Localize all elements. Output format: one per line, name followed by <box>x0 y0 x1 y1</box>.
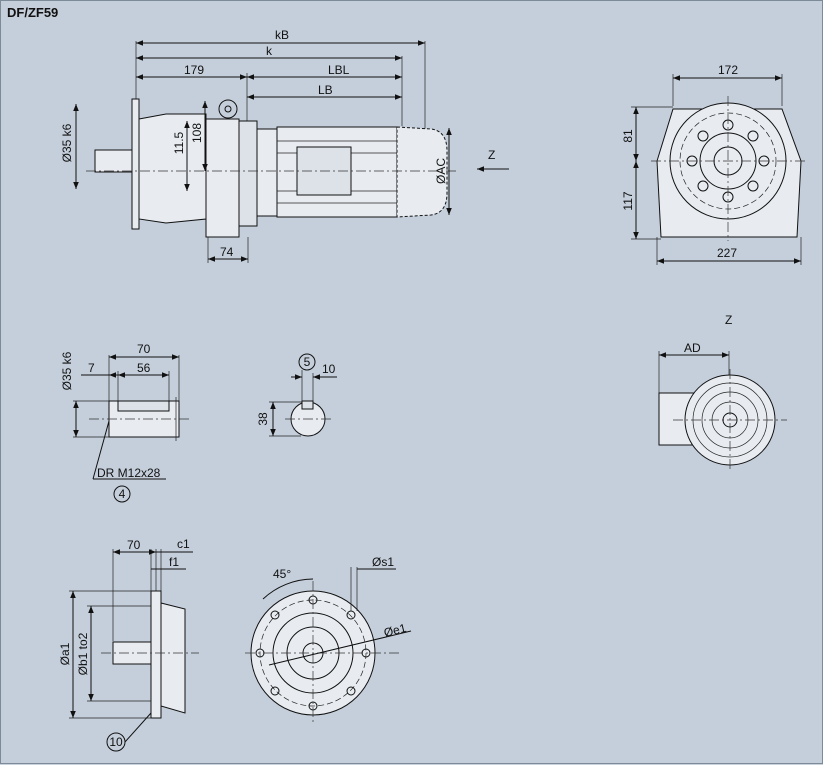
dim-b1: Øb1 to2 <box>76 632 90 675</box>
dim-shaft-dia-detail: Ø35 k6 <box>60 351 74 390</box>
dim-38: 38 <box>256 412 270 426</box>
front-view: 172 81 117 227 <box>621 63 806 265</box>
dim-70-shaft: 70 <box>137 342 151 356</box>
callout-4 <box>113 485 131 503</box>
callout-10 <box>106 732 126 752</box>
dim-AD: AD <box>684 341 701 355</box>
shaft-detail: 70 56 7 Ø35 k6 DR M12x28 4 <box>60 342 189 503</box>
dim-81: 81 <box>621 129 635 143</box>
dim-117: 117 <box>621 191 635 210</box>
key-detail: 5 10 38 <box>256 353 337 437</box>
dim-74: 74 <box>220 245 234 259</box>
dim-f1: f1 <box>169 555 179 569</box>
dim-k: k <box>266 44 273 58</box>
mounting-flange <box>131 98 140 230</box>
svg-text:5: 5 <box>304 355 311 369</box>
fan-view: Z AD <box>658 313 787 471</box>
gear-stage <box>205 118 240 238</box>
output-shaft <box>94 149 137 173</box>
eye-bolt <box>218 99 238 119</box>
fan-view-label: Z <box>725 313 732 327</box>
dim-172: 172 <box>718 63 738 77</box>
side-view: kB k 179 LBL LB <box>60 28 509 263</box>
dim-108: 108 <box>190 123 204 143</box>
dim-angle: 45° <box>273 567 291 581</box>
flange-plate <box>150 590 162 719</box>
dim-179: 179 <box>184 63 204 77</box>
drawing-title: DF/ZF59 <box>7 5 59 20</box>
callout-5 <box>298 353 316 371</box>
dim-e1: Øe1 <box>382 621 408 640</box>
dim-70-flange: 70 <box>127 538 141 552</box>
thread-spec: DR M12x28 <box>97 466 161 480</box>
dim-AC: ØAC <box>434 158 448 184</box>
dim-227: 227 <box>717 246 737 260</box>
dim-56: 56 <box>137 361 151 375</box>
svg-text:4: 4 <box>119 487 126 501</box>
dim-10: 10 <box>322 362 336 376</box>
flange-detail: 70 c1 f1 Øa1 Øb1 to2 10 <box>58 537 199 752</box>
dim-s1: Øs1 <box>372 555 394 569</box>
view-label-z: Z <box>488 148 495 162</box>
dim-LB: LB <box>318 83 333 97</box>
dim-7: 7 <box>88 361 95 375</box>
dim-a1: Øa1 <box>58 642 72 665</box>
dim-LBL: LBL <box>328 63 350 77</box>
dim-c1: c1 <box>177 537 190 551</box>
keyway <box>117 400 170 412</box>
svg-text:10: 10 <box>109 735 123 749</box>
dim-shaft-dia: Ø35 k6 <box>60 123 74 162</box>
dim-11-5: 11.5 <box>172 131 186 154</box>
flange-front: 45° Øs1 Øe1 <box>245 555 412 725</box>
dim-kB: kB <box>275 28 289 42</box>
